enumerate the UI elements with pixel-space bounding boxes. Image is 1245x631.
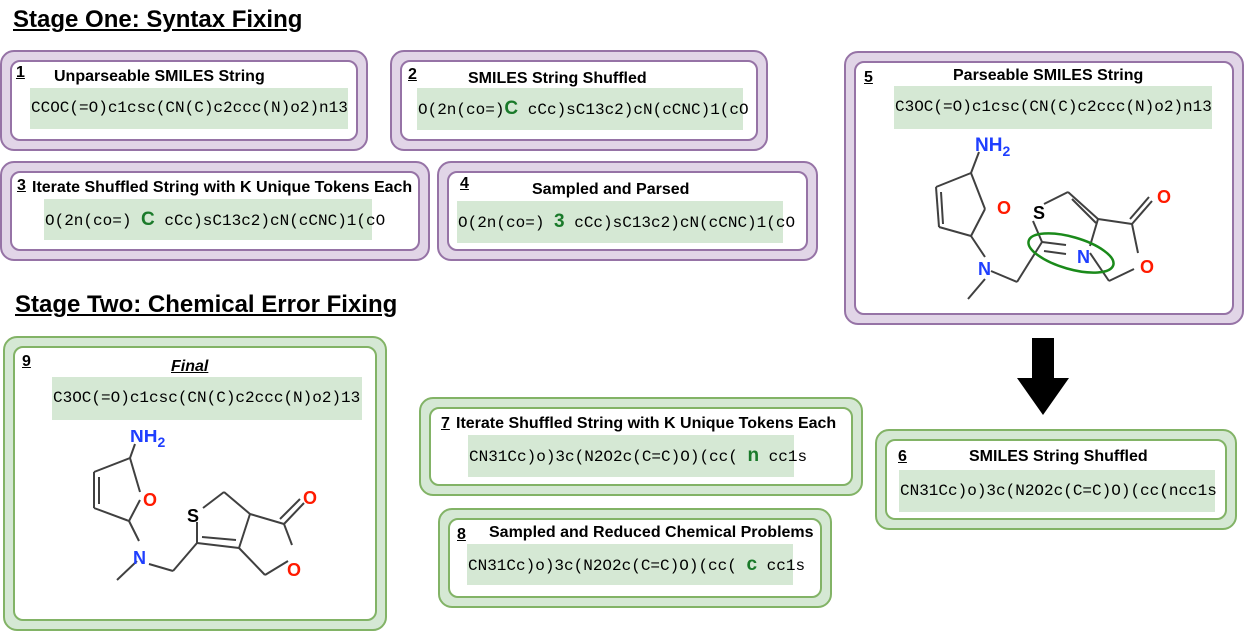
- smiles-string: C3OC(=O)c1csc(CN(C)c2ccc(N)o2)n13: [894, 86, 1212, 129]
- smiles-string: C3OC(=O)c1csc(CN(C)c2ccc(N)o2)13: [52, 377, 362, 420]
- furan-oxygen-label: O: [997, 198, 1011, 218]
- smiles-string: O(2n(co=)C cCc)sC13c2)cN(cCNC)1(cO: [417, 88, 749, 130]
- step-8-box: 8 Sampled and Reduced Chemical Problems …: [438, 508, 832, 608]
- carbonyl-oxygen-label: O: [303, 488, 317, 508]
- step-number: 9: [22, 353, 31, 370]
- step-1-box: 1 Unparseable SMILES String CCOC(=O)c1cs…: [0, 50, 368, 151]
- step-number: 4: [460, 175, 469, 192]
- step-title: SMILES String Shuffled: [969, 448, 1148, 465]
- smiles-string: CN31Cc)o)3c(N2O2c(C=C)O)(cc( n cc1s: [468, 435, 807, 477]
- step-6-box: 6 SMILES String Shuffled CN31Cc)o)3c(N2O…: [875, 429, 1237, 530]
- step-title: SMILES String Shuffled: [468, 70, 647, 87]
- ring-nitrogen-label: N: [1077, 247, 1090, 267]
- smiles-prefix: CN31Cc)o)3c(N2O2c(C=C)O)(cc(: [468, 557, 737, 575]
- sulfur-label: S: [1033, 203, 1045, 223]
- step-title: Iterate Shuffled String with K Unique To…: [456, 415, 837, 432]
- step-title: Sampled and Reduced Chemical Problems: [489, 524, 814, 541]
- smiles-suffix: cCc)sC13c2)cN(cCNC)1(cO: [527, 101, 749, 119]
- step-4-box: 4 Sampled and Parsed O(2n(co=) 3 cCc)sC1…: [437, 161, 818, 261]
- highlighted-token: n: [747, 445, 760, 466]
- step-title: Unparseable SMILES String: [54, 68, 265, 85]
- amine-nitrogen-label: N: [133, 548, 146, 568]
- step-3-box: 3 Iterate Shuffled String with K Unique …: [0, 161, 430, 261]
- nh2-subscript: 2: [157, 434, 165, 450]
- lactone-oxygen-label: O: [287, 560, 301, 580]
- nh2-label: NH: [130, 430, 157, 447]
- smiles-suffix: cCc)sC13c2)cN(cCNC)1(cO: [164, 212, 386, 230]
- smiles-string: CCOC(=O)c1csc(CN(C)c2ccc(N)o2)n13: [30, 88, 348, 129]
- step-number: 7: [441, 415, 450, 432]
- smiles-prefix: CN31Cc)o)3c(N2O2c(C=C)O)(cc(: [469, 448, 738, 466]
- highlighted-token: c: [746, 554, 758, 575]
- nh2-label: NH: [975, 135, 1002, 156]
- step-7-box: 7 Iterate Shuffled String with K Unique …: [419, 397, 863, 496]
- furan-oxygen-label: O: [143, 490, 157, 510]
- step-number: 1: [16, 64, 25, 81]
- step-number: 6: [898, 448, 907, 465]
- step-number: 2: [408, 66, 417, 83]
- step-title: Final: [171, 358, 209, 375]
- smiles-suffix: cc1s: [768, 448, 808, 466]
- smiles-suffix: cc1s: [766, 557, 806, 575]
- amine-nitrogen-label: N: [978, 259, 991, 279]
- down-arrow-icon: [1017, 338, 1069, 415]
- error-highlight-ellipse: [1027, 232, 1115, 274]
- smiles-string: CN31Cc)o)3c(N2O2c(C=C)O)(cc(ncc1s: [899, 470, 1217, 512]
- smiles-string: CN31Cc)o)3c(N2O2c(C=C)O)(cc( c cc1s: [467, 544, 805, 585]
- step-number: 5: [864, 69, 873, 86]
- step-2-box: 2 SMILES String Shuffled O(2n(co=)C cCc)…: [390, 50, 768, 151]
- smiles-prefix: O(2n(co=): [458, 214, 545, 232]
- lactone-oxygen-label: O: [1140, 257, 1154, 277]
- stage-one-title: Stage One: Syntax Fixing: [13, 6, 303, 33]
- stage-two-title: Stage Two: Chemical Error Fixing: [15, 291, 398, 318]
- step-5-box: 5 Parseable SMILES String C3OC(=O)c1csc(…: [844, 51, 1244, 325]
- smiles-suffix: cCc)sC13c2)cN(cCNC)1(cO: [574, 214, 796, 232]
- carbonyl-oxygen-label: O: [1157, 187, 1171, 207]
- step-title: Sampled and Parsed: [532, 181, 690, 198]
- nh2-subscript: 2: [1002, 143, 1010, 159]
- highlighted-token: C: [141, 209, 155, 230]
- step-number: 3: [17, 177, 26, 194]
- step-title: Iterate Shuffled String with K Unique To…: [32, 179, 413, 196]
- smiles-prefix: O(2n(co=): [45, 212, 132, 230]
- step-number: 8: [457, 526, 466, 543]
- svg-text:NH2: NH2: [130, 430, 165, 450]
- smiles-string: O(2n(co=) C cCc)sC13c2)cN(cCNC)1(cO: [44, 199, 385, 240]
- highlighted-token: C: [504, 98, 519, 119]
- svg-text:NH2: NH2: [975, 135, 1010, 159]
- smiles-prefix: O(2n(co=): [418, 101, 505, 119]
- smiles-string: O(2n(co=) 3 cCc)sC13c2)cN(cCNC)1(cO: [457, 201, 795, 243]
- highlighted-token: 3: [554, 211, 565, 232]
- step-title: Parseable SMILES String: [953, 67, 1144, 84]
- molecule-structure-final: NH2 O N S O O: [93, 430, 317, 581]
- step-9-box: 9 Final C3OC(=O)c1csc(CN(C)c2ccc(N)o2)13: [3, 336, 387, 631]
- molecule-structure-broken: NH2 O N S N O O: [935, 135, 1171, 300]
- sulfur-label: S: [187, 506, 199, 526]
